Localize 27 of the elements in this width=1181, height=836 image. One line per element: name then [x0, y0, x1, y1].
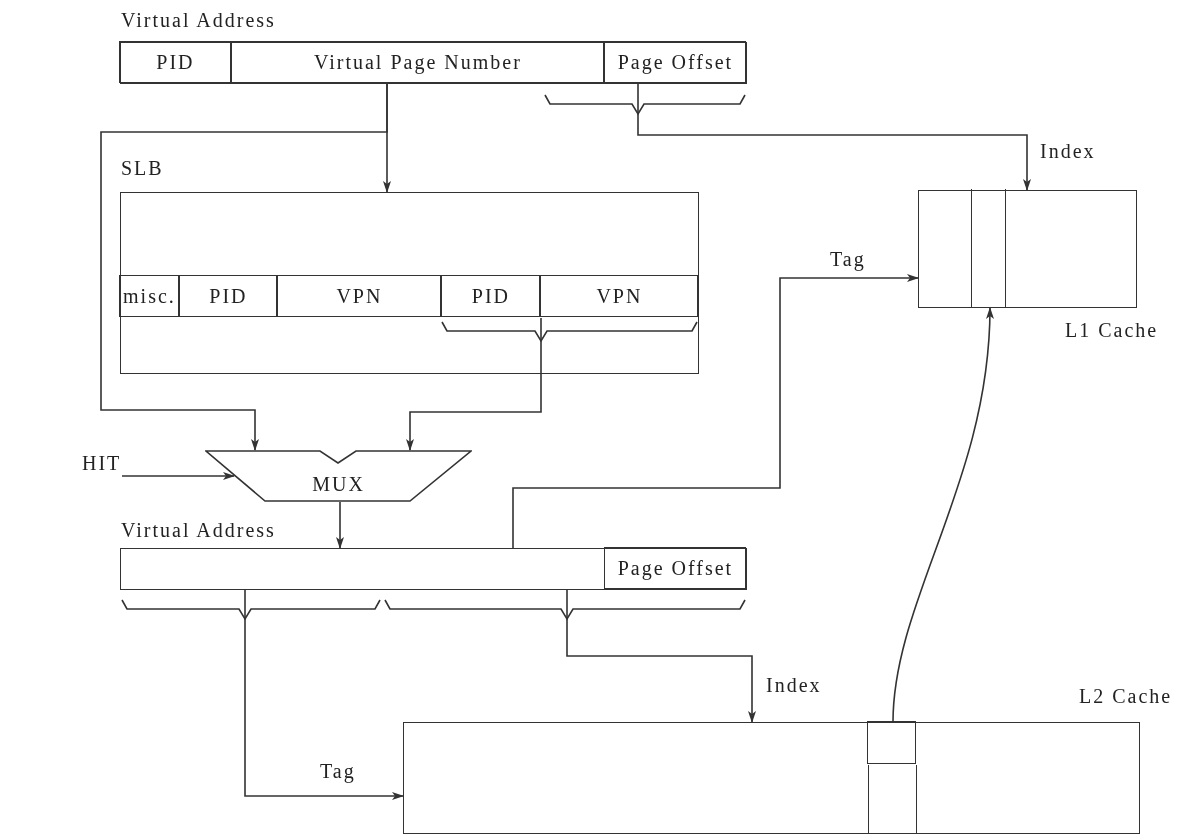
vpn-field: VPN: [540, 275, 699, 318]
vpn-field: VPN: [277, 275, 442, 318]
arrow: [336, 501, 344, 549]
arrow: [637, 83, 1031, 191]
heading: Virtual Address: [121, 9, 276, 32]
multiplexer: MUX: [205, 450, 472, 502]
offset-field: Page Offset: [604, 547, 747, 590]
arrow: [512, 274, 919, 549]
arrow: [244, 589, 404, 800]
arrow: [406, 317, 542, 451]
pid-field: PID: [441, 275, 541, 318]
misc-field: misc.: [119, 275, 180, 318]
arrow: [892, 307, 994, 723]
offset-field: Page Offset: [604, 41, 747, 84]
arrow: [100, 83, 388, 451]
cache-slot: [867, 721, 917, 765]
pid-field: PID: [119, 41, 232, 84]
heading: Virtual Address: [121, 519, 276, 542]
heading: SLB: [121, 157, 164, 180]
cache-column: [971, 189, 1007, 308]
heading: L1 Cache: [1065, 319, 1159, 342]
arrow: [566, 589, 756, 723]
pid-field: PID: [179, 275, 278, 318]
signal-label: HIT: [82, 452, 122, 478]
arrow: [121, 472, 235, 480]
page-number-field: Virtual Page Number: [231, 41, 605, 84]
heading: L2 Cache: [1079, 685, 1173, 708]
